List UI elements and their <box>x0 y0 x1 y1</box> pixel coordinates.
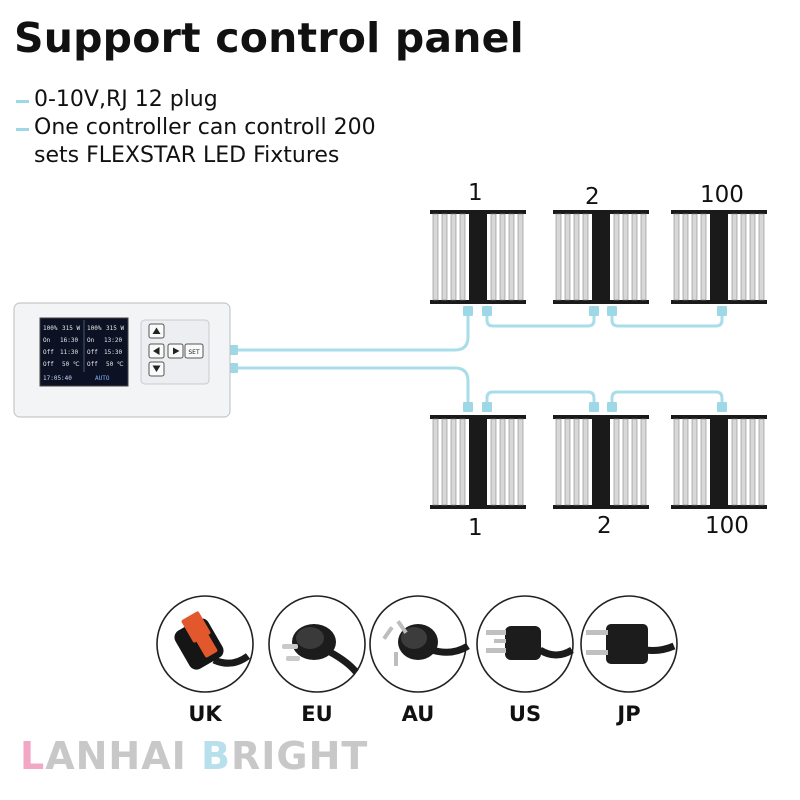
screen-r1-a: 100% <box>43 325 58 332</box>
led-fixture-top-2 <box>552 209 650 305</box>
led-fixture-top-100 <box>670 209 768 305</box>
jp-plug-icon <box>580 595 678 693</box>
feature-text: One controller can controll 200 <box>34 115 376 140</box>
screen-clock: 17:05:40 <box>43 375 72 382</box>
plug-label-us: US <box>508 702 542 726</box>
bottom-fixture-label-2: 2 <box>597 513 612 539</box>
screen-r2-b: 16:30 <box>60 337 78 344</box>
plug-label-eu: EU <box>301 702 333 726</box>
au-plug-icon <box>369 595 470 693</box>
screen-mode: AUTO <box>95 375 110 382</box>
arrow-up-icon <box>152 327 161 334</box>
plug-label-au: AU <box>401 702 435 726</box>
screen-r3-a: Off <box>43 349 54 356</box>
cable-connectors <box>228 306 727 412</box>
cable-lines <box>236 312 724 405</box>
top-fixture-label-2: 2 <box>585 184 600 210</box>
led-fixture-top-1 <box>429 209 527 305</box>
led-fixture-bottom-100 <box>670 414 768 510</box>
screen-r1-d: 315 W <box>106 325 124 332</box>
eu-plug-icon <box>268 595 366 693</box>
screen-r4-b: 50 ℃ <box>62 361 80 368</box>
set-button-label: SET <box>188 349 200 356</box>
control-panel-device: 100% 315 W 100% 315 W On 16:30 On 13:20 … <box>13 302 231 418</box>
plug-label-uk: UK <box>188 702 222 726</box>
screen-r4-d: 50 ℃ <box>106 361 124 368</box>
feature-list: 0-10V,RJ 12 plug One controller can cont… <box>14 86 376 170</box>
arrow-right-icon <box>173 347 180 355</box>
feature-item-capacity: One controller can controll 200 sets FLE… <box>14 114 376 170</box>
page-title: Support control panel <box>14 14 524 62</box>
led-fixture-bottom-2 <box>552 414 650 510</box>
screen-r3-b: 11:30 <box>60 349 78 356</box>
bottom-fixture-label-100: 100 <box>705 513 749 539</box>
led-fixture-bottom-1 <box>429 414 527 510</box>
brand-letter-l: L <box>20 734 46 778</box>
brand-word-anhai: ANHAI <box>45 734 187 778</box>
brand-word-right: RIGHT <box>230 734 369 778</box>
screen-r4-a: Off <box>43 361 54 368</box>
screen-r3-d: 15:30 <box>104 349 122 356</box>
top-fixture-label-100: 100 <box>700 182 744 208</box>
bullet-dash-icon <box>16 128 29 131</box>
screen-r1-c: 100% <box>87 325 102 332</box>
us-plug-icon <box>476 595 574 693</box>
screen-r2-d: 13:20 <box>104 337 122 344</box>
plug-label-jp: JP <box>617 702 641 726</box>
screen-r3-c: Off <box>87 349 98 356</box>
screen-r2-c: On <box>87 337 95 344</box>
brand-letter-b: B <box>201 734 231 778</box>
uk-plug-icon <box>156 595 254 693</box>
set-button[interactable] <box>184 343 204 359</box>
screen-r2-a: On <box>43 337 51 344</box>
arrow-left-icon <box>153 347 160 355</box>
bullet-dash-icon <box>16 100 29 103</box>
feature-item-plug: 0-10V,RJ 12 plug <box>14 86 376 114</box>
feature-text: 0-10V,RJ 12 plug <box>34 87 218 112</box>
top-fixture-label-1: 1 <box>468 180 483 206</box>
screen-r4-c: Off <box>87 361 98 368</box>
feature-text-continuation: sets FLEXSTAR LED Fixtures <box>34 143 340 168</box>
plug-options <box>156 595 678 693</box>
brand-logo: LANHAI BRIGHT <box>20 734 368 778</box>
arrow-down-icon <box>152 365 161 372</box>
bottom-fixture-label-1: 1 <box>468 515 483 541</box>
screen-r1-b: 315 W <box>62 325 80 332</box>
